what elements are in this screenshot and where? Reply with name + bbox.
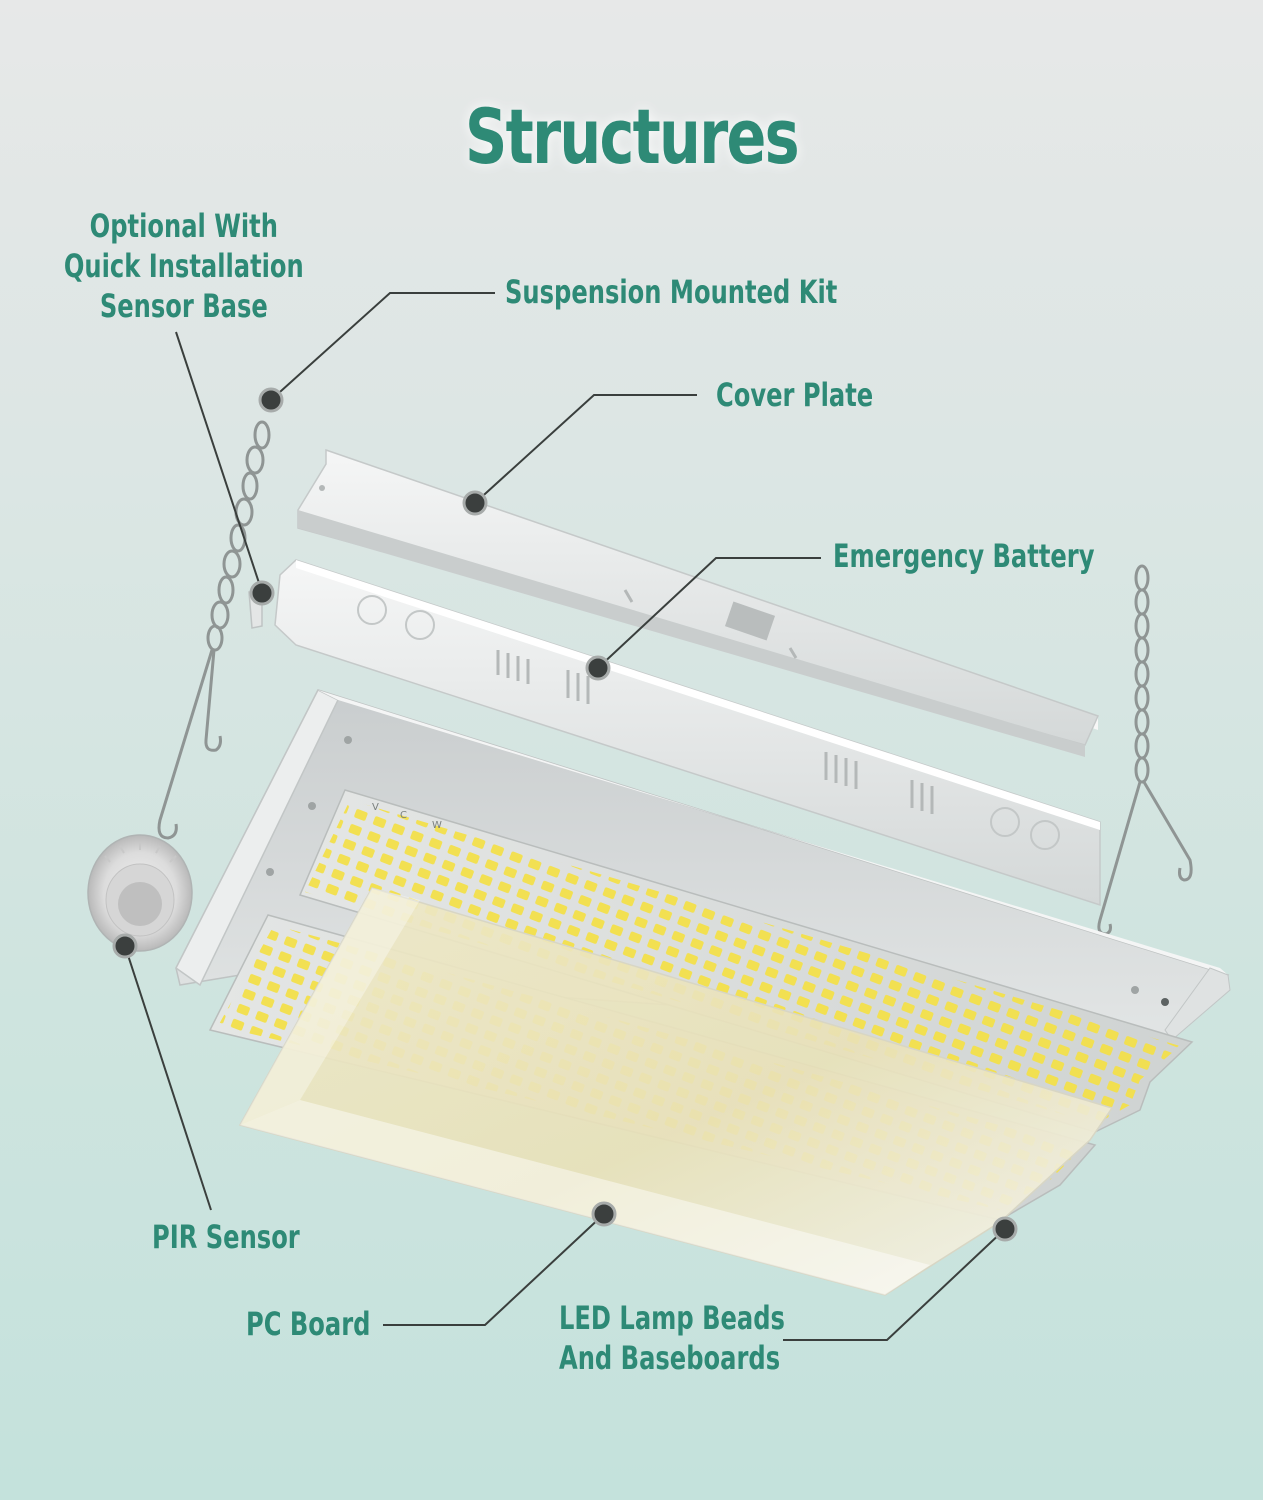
pc-diffuser-board [238,887,1114,1296]
dot-emergency-battery [585,655,611,681]
leader-sensor-base [175,331,263,593]
label-sensor-base: Optional With Quick Installation Sensor … [62,206,306,326]
label-sensor-base-line-3: Sensor Base [99,287,268,325]
dot-pir-sensor [112,933,138,959]
svg-text:C: C [400,810,407,821]
leader-suspension-kit [270,292,495,401]
label-pc-board: PC Board [246,1305,371,1343]
label-emergency-battery: Emergency Battery [833,537,1095,575]
leader-cover-plate [474,394,697,504]
left-chain [157,420,271,840]
label-led-beads-line-1: LED Lamp Beads [559,1299,785,1337]
label-pir-sensor: PIR Sensor [152,1218,300,1256]
svg-text:W: W [432,820,442,831]
emergency-battery-box [274,559,1101,907]
leader-led-beads [783,1228,1006,1341]
pir-sensor [87,834,193,952]
label-led-beads-line-2: And Baseboards [559,1339,781,1377]
leader-lines [124,292,1006,1341]
callout-dots [112,387,1018,1242]
page-title: Structures [465,92,800,181]
right-chain [1097,564,1193,936]
leader-pc-board [383,1213,605,1326]
dot-sensor-base [249,580,275,606]
led-board-upper: V C W [298,789,1194,1133]
label-sensor-base-line-1: Optional With [89,207,278,245]
dot-led-beads [992,1216,1018,1242]
label-suspension-kit: Suspension Mounted Kit [505,273,838,311]
svg-text:V: V [372,802,379,813]
label-led-beads: LED Lamp Beads And Baseboards [559,1298,785,1378]
dot-suspension-kit [258,387,284,413]
leader-pir-sensor [124,945,212,1211]
cover-plate [297,448,1100,757]
label-cover-plate: Cover Plate [716,376,874,414]
label-sensor-base-line-2: Quick Installation [63,247,304,285]
leader-emergency-battery [597,557,821,669]
dot-cover-plate [462,490,488,516]
dot-pc-board [591,1201,617,1227]
